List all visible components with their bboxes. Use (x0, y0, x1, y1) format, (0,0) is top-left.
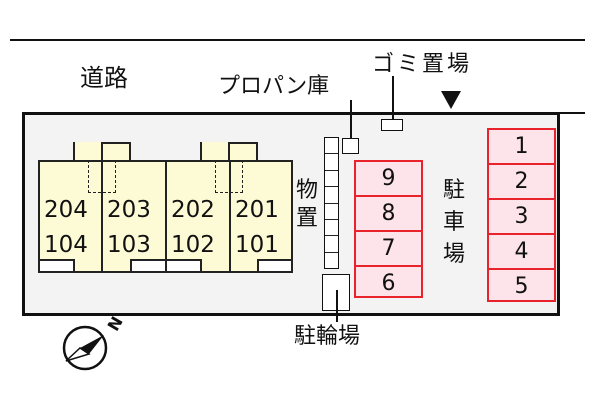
unit-label: 202 (171, 197, 215, 223)
parking-label-2: 車 (443, 210, 466, 235)
unit-202-102 (165, 160, 231, 273)
unit-label: 204 (44, 197, 88, 223)
road-edge-line (556, 112, 585, 114)
propane-store (342, 138, 359, 154)
bicycle-label: 駐輪場 (294, 324, 361, 349)
propane-leader (350, 100, 352, 138)
parking-label-3: 場 (443, 242, 466, 267)
parking-space: 7 (356, 232, 421, 267)
propane-label: プロパン庫 (218, 74, 330, 99)
compass-icon (62, 325, 108, 371)
unit-201-101 (229, 160, 293, 273)
garbage-area (381, 119, 403, 131)
unit-label: 104 (44, 232, 88, 258)
parking-block-right: 1 2 3 4 5 (487, 128, 556, 302)
parking-space: 4 (489, 235, 554, 270)
storage-label-2: 置 (296, 206, 319, 231)
road-line (10, 39, 585, 41)
unit-204-104 (38, 160, 103, 273)
parking-space: 9 (356, 162, 421, 197)
unit-label: 102 (171, 232, 215, 258)
parking-space: 5 (514, 274, 529, 299)
parking-label-1: 駐 (443, 178, 466, 203)
unit-label: 101 (235, 232, 279, 258)
parking-space: 6 (381, 271, 396, 296)
parking-space: 8 (356, 197, 421, 232)
parking-space: 2 (489, 165, 554, 200)
bicycle-leader (336, 290, 338, 322)
unit-label: 103 (107, 232, 151, 258)
unit-label: 201 (235, 197, 279, 223)
garbage-leader (392, 76, 394, 119)
parking-block-left: 9 8 7 6 (354, 160, 423, 298)
storage-units (324, 137, 339, 269)
unit-label: 203 (107, 197, 151, 223)
entrance-arrow (441, 91, 461, 109)
parking-space: 1 (489, 130, 554, 165)
storage-label-1: 物 (296, 178, 319, 203)
garbage-label: ゴミ置場 (372, 52, 473, 77)
road-label: 道路 (80, 64, 128, 92)
parking-space: 3 (489, 200, 554, 235)
